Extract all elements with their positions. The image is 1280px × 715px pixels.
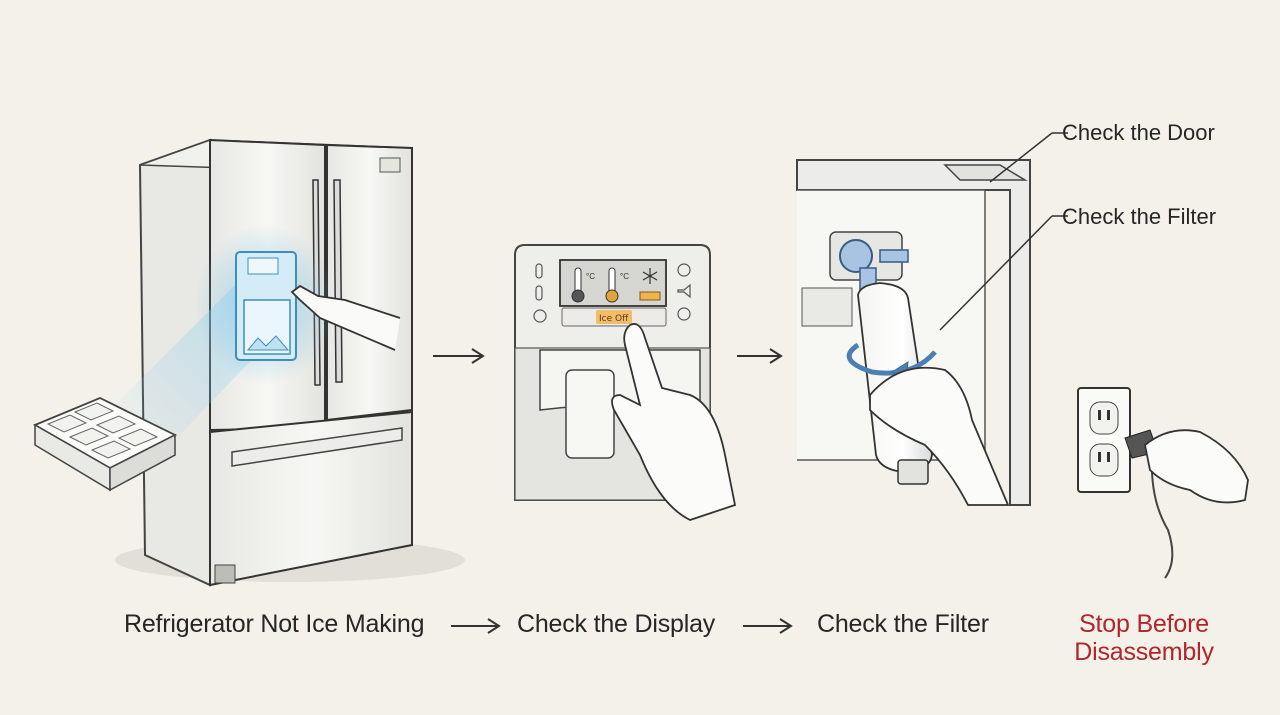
- refrigerator-icon: [110, 138, 465, 587]
- unit-2: °C: [620, 272, 629, 281]
- warning-caption: Stop Before Disassembly: [1064, 610, 1224, 666]
- arrow-right-icon: [451, 618, 501, 634]
- arrow-right-icon: [737, 348, 783, 364]
- arrow-right-icon: [433, 348, 485, 364]
- wall-outlet-icon: [1077, 387, 1131, 493]
- plug-icon: [1124, 429, 1249, 579]
- snowflake-icon: [642, 268, 658, 284]
- step-3-caption: Check the Filter: [817, 610, 989, 638]
- arrow-right-icon: [743, 618, 793, 634]
- thermometer-icon: [571, 267, 585, 303]
- water-filter-icon: [796, 132, 1068, 506]
- callout-door: Check the Door: [1062, 120, 1215, 145]
- unit-1: °C: [586, 272, 595, 281]
- warning-line-2: Disassembly: [1074, 638, 1214, 666]
- thermometer-icon: [605, 267, 619, 303]
- control-panel-illustration: Ice Off °C °C: [514, 244, 737, 521]
- step-2-caption: Check the Display: [517, 610, 716, 638]
- callout-filter: Check the Filter: [1062, 204, 1217, 229]
- warning-line-1: Stop Before: [1079, 610, 1209, 638]
- ice-off-label: Ice Off: [599, 314, 629, 324]
- step-1-caption: Refrigerator Not Ice Making: [124, 610, 425, 638]
- ice-tray-icon: [32, 397, 178, 492]
